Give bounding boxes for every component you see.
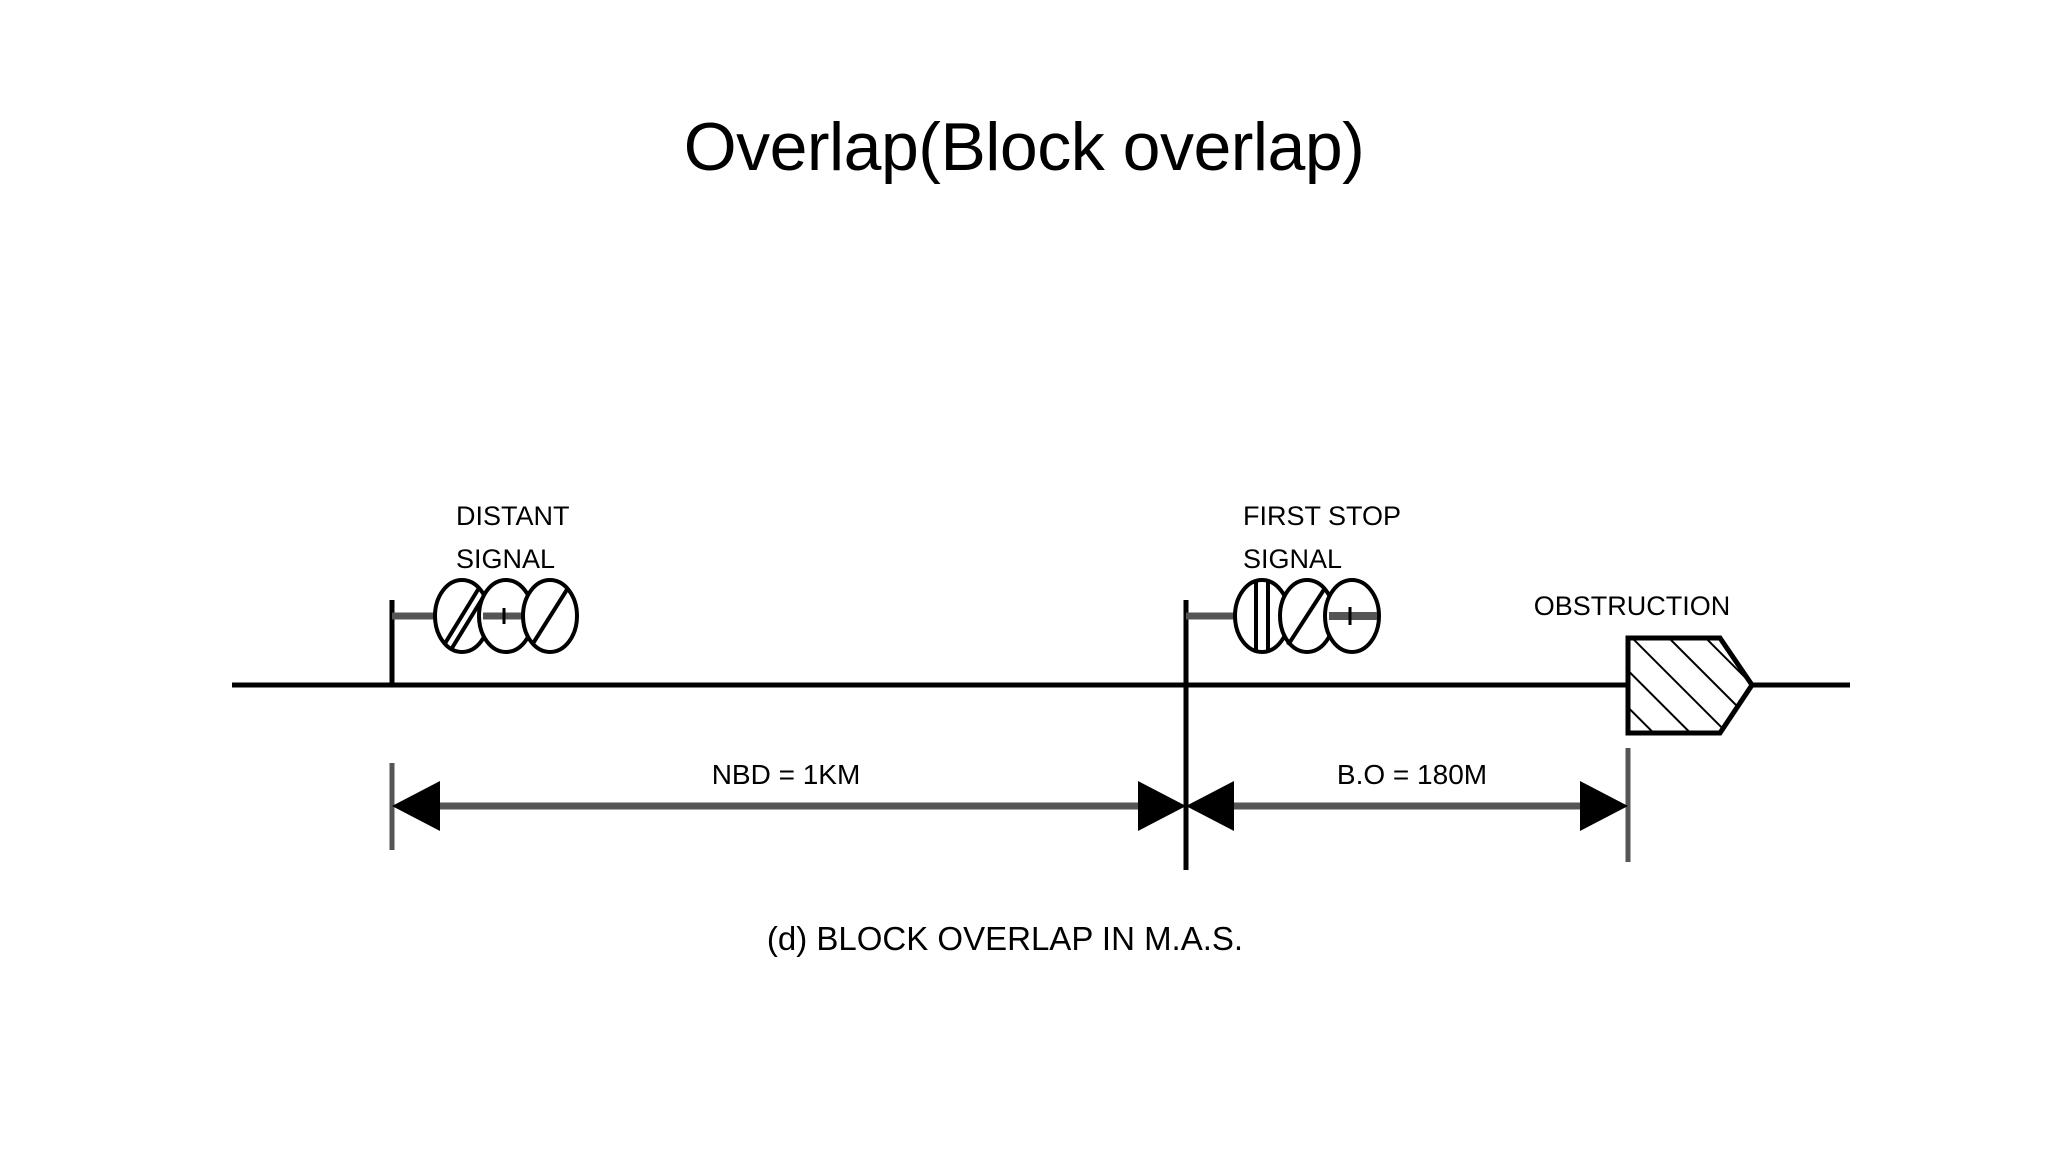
nbd-dimension-label: NBD = 1KM bbox=[712, 759, 861, 790]
obstruction-group: OBSTRUCTION bbox=[1534, 591, 1756, 736]
distant-signal-aspect-diagonal-double bbox=[433, 578, 491, 654]
diagram-caption: (d) BLOCK OVERLAP IN M.A.S. bbox=[767, 920, 1243, 957]
page-title: Overlap(Block overlap) bbox=[683, 109, 1365, 185]
block-overlap-dimension-group: B.O = 180M bbox=[1186, 748, 1631, 862]
bo-dimension-label: B.O = 180M bbox=[1337, 759, 1487, 790]
distant-signal-group: DISTANT SIGNAL bbox=[389, 501, 579, 686]
nbd-dimension-group: NBD = 1KM bbox=[389, 759, 1186, 850]
distant-signal-label-line1: DISTANT bbox=[456, 501, 570, 531]
bo-arrowhead-left bbox=[1186, 781, 1234, 831]
nbd-arrowhead-left bbox=[392, 781, 440, 831]
obstruction-icon bbox=[1625, 635, 1756, 736]
bo-arrowhead-right bbox=[1580, 781, 1628, 831]
first-stop-signal-label-line2: SIGNAL bbox=[1243, 544, 1342, 574]
first-stop-signal-label-line1: FIRST STOP bbox=[1243, 501, 1401, 531]
nbd-arrowhead-right bbox=[1138, 781, 1186, 831]
distant-signal-aspect-diagonal-single bbox=[521, 578, 579, 654]
first-stop-signal-aspect-horizontal-bar bbox=[1323, 578, 1381, 654]
obstruction-label: OBSTRUCTION bbox=[1534, 591, 1731, 621]
distant-signal-label-line2: SIGNAL bbox=[456, 544, 555, 574]
first-stop-signal-group: FIRST STOP SIGNAL bbox=[1183, 501, 1401, 870]
first-stop-signal-aspect-diagonal-single bbox=[1278, 578, 1336, 654]
